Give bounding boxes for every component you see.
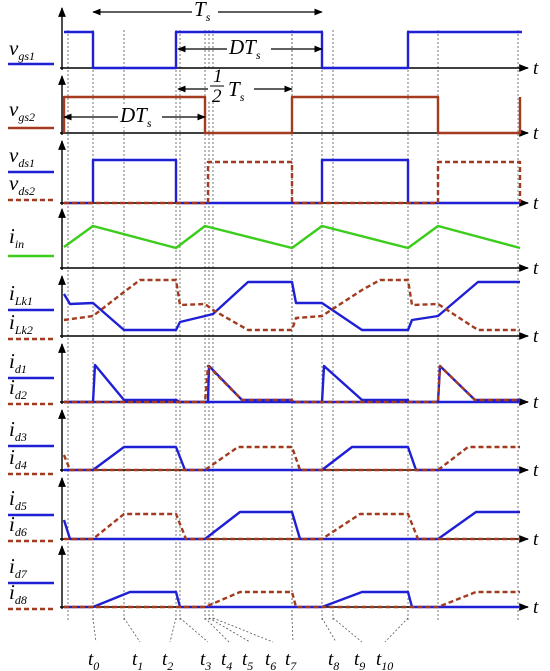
id3-wave <box>64 445 520 472</box>
iLk1-wave <box>62 280 520 332</box>
instant-leader <box>92 617 97 643</box>
ts-label: Ts <box>194 0 211 24</box>
signal-label-Lk2: iLk2 <box>9 310 33 337</box>
half-numerator: 1 <box>213 66 223 87</box>
signal-label-ds2: vds2 <box>9 171 35 198</box>
vgs2-wave <box>62 95 522 135</box>
signal-label-d6: id6 <box>9 512 27 539</box>
signal-label-d8: id8 <box>9 580 27 607</box>
dts-top-label-bg <box>227 38 271 60</box>
signal-label-d2: id2 <box>9 375 27 402</box>
id7-wave <box>64 590 520 609</box>
iin-wave <box>63 224 521 250</box>
dts-top-label: DTs <box>228 35 261 62</box>
instant-leader <box>321 617 337 643</box>
id4-wave <box>62 445 520 472</box>
instant-leader <box>212 617 274 643</box>
instant-leader <box>179 617 209 643</box>
dts-low-label: DTs <box>119 103 152 130</box>
time-axis-label: t <box>533 258 539 279</box>
instant-leader <box>384 617 409 643</box>
id5-wave <box>62 510 520 541</box>
dts-low-label-bg <box>118 105 162 127</box>
instant-label-t4: t4 <box>221 649 232 671</box>
instant-label-t5: t5 <box>242 649 253 671</box>
instant-leader <box>169 617 177 643</box>
instant-leader <box>123 617 141 643</box>
time-instant-labels: t0 t1 t2 t3 t4 t5 t6 t7 t8 t9 t10 <box>88 649 393 671</box>
instant-label-t3: t3 <box>200 649 211 671</box>
time-axis-label: t <box>533 392 539 413</box>
id8-wave <box>64 590 520 609</box>
time-axis-label: t <box>533 529 539 550</box>
signal-label-d1: id1 <box>9 349 27 376</box>
id2-wave <box>64 364 520 404</box>
signal-label-ds1: vds1 <box>9 143 35 170</box>
vds2-wave <box>64 160 522 205</box>
half-ts-label-bg <box>208 70 254 100</box>
instant-label-t8: t8 <box>328 649 339 671</box>
time-axis-label: t <box>533 123 539 144</box>
time-axis-label: t <box>533 597 539 618</box>
time-axis-label: t <box>533 460 539 481</box>
iLk2-wave <box>63 278 520 332</box>
vds1-wave <box>64 158 520 205</box>
half-denominator: 2 <box>212 86 222 107</box>
waveforms <box>62 30 522 609</box>
signal-label-d5: id5 <box>9 486 27 513</box>
time-axis-label: t <box>533 326 539 347</box>
signal-label-in: iin <box>9 224 24 251</box>
signal-label-gs2: vgs2 <box>9 97 35 124</box>
signal-label-d7: id7 <box>9 554 28 581</box>
axes: t t t t t t t t t <box>58 7 539 618</box>
instant-label-t0: t0 <box>88 649 99 671</box>
half-ts-label: Ts <box>228 77 245 104</box>
dotted-time-markers <box>67 30 519 643</box>
id6-wave <box>64 512 520 541</box>
signal-label-Lk1: iLk1 <box>9 281 33 308</box>
time-axis-label: t <box>533 193 539 214</box>
ts-label-bg <box>192 0 218 22</box>
signal-label-d4: id4 <box>9 445 27 472</box>
instant-label-t7: t7 <box>285 649 297 671</box>
instant-label-t6: t6 <box>265 649 276 671</box>
signal-label-d3: id3 <box>9 417 27 444</box>
instant-label-t2: t2 <box>162 649 173 671</box>
signal-label-gs1: vgs1 <box>9 36 35 63</box>
instant-leader <box>291 617 294 643</box>
time-axis-label: t <box>533 58 539 79</box>
instant-label-t9: t9 <box>354 649 365 671</box>
instant-label-t10: t10 <box>376 649 393 671</box>
vgs1-wave <box>64 30 522 70</box>
instant-label-t1: t1 <box>132 649 143 671</box>
instant-leader <box>204 617 230 643</box>
instant-leader <box>332 617 363 643</box>
